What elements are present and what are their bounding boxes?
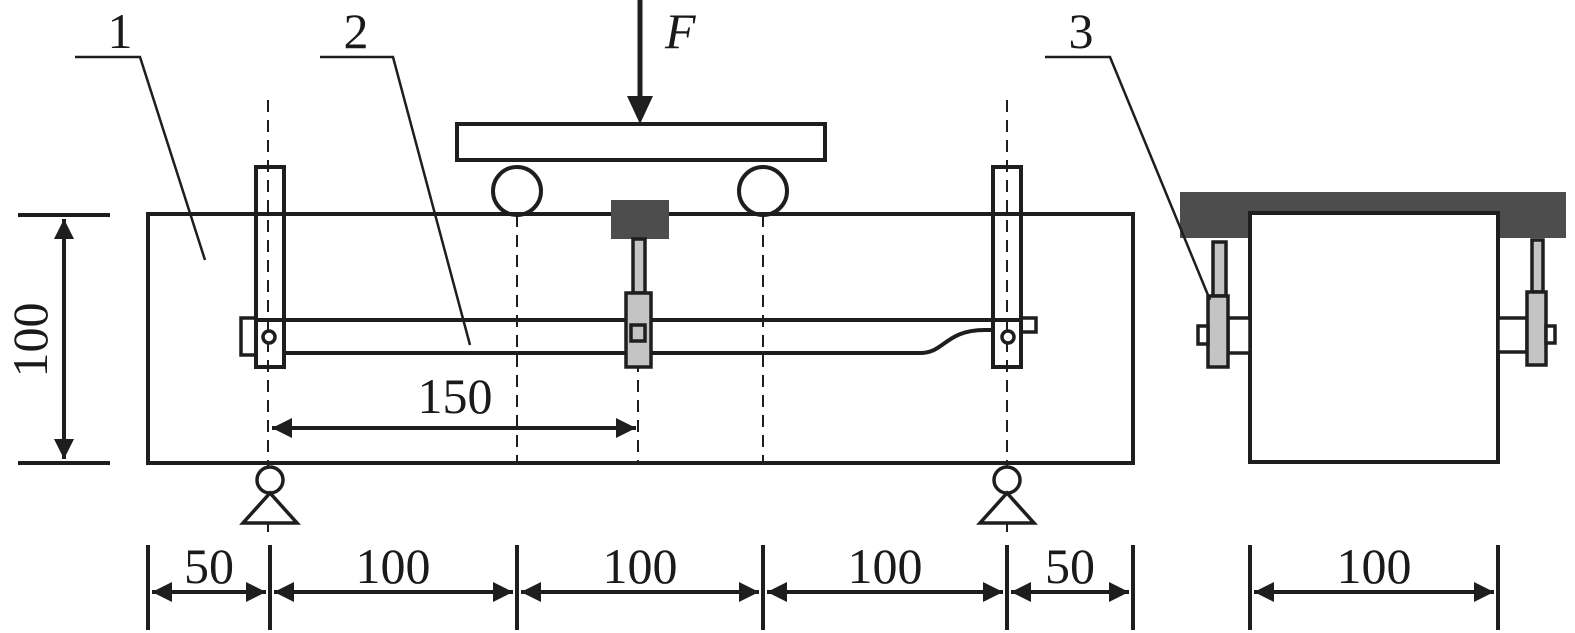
force-label: F: [664, 3, 696, 59]
clamp-left: [254, 165, 286, 369]
dim-label: 100: [356, 538, 431, 594]
label-beam: 1: [108, 3, 133, 59]
label-lvdt-rod: 2: [344, 3, 369, 59]
support-left: [239, 465, 301, 525]
gauge-span-label: 150: [418, 368, 493, 424]
dim-label: 50: [1045, 538, 1095, 594]
bottom-dimension-lines: [146, 545, 1500, 630]
height-label: 100: [2, 303, 58, 378]
center-displacement-gauge: [611, 200, 669, 369]
support-right: [976, 465, 1038, 525]
loading-plate: [455, 122, 827, 162]
height-dimension: [18, 213, 110, 465]
leader-lines: [75, 55, 1212, 346]
dim-label: 100: [848, 538, 923, 594]
side-view: [1180, 192, 1566, 464]
dim-label: 100: [603, 538, 678, 594]
side-width-label: 100: [1337, 538, 1412, 594]
load-roller-right: [737, 165, 789, 217]
force-arrow: [627, 0, 653, 124]
clamp-right: [991, 165, 1023, 369]
load-roller-left: [491, 165, 543, 217]
dim-label: 50: [184, 538, 234, 594]
label-gauge: 3: [1069, 3, 1094, 59]
